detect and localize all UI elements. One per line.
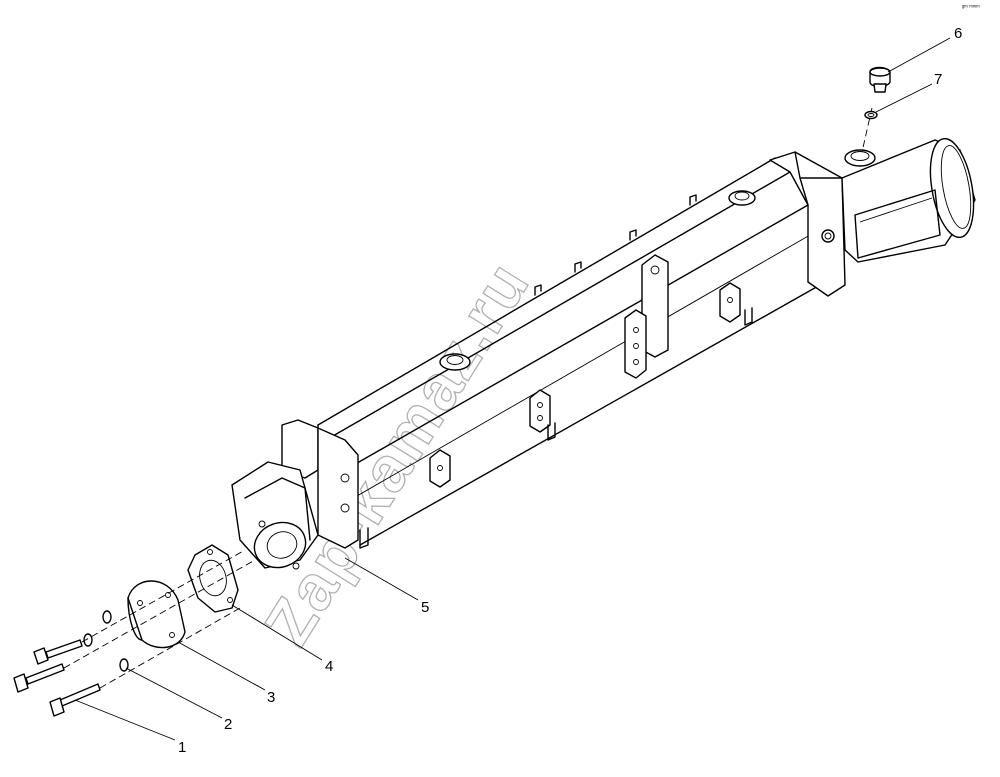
callout-4: 4 <box>325 658 333 675</box>
gasket <box>187 544 239 613</box>
manifold-body <box>231 137 976 570</box>
assembly-axis-lower <box>99 607 241 689</box>
callout-6: 6 <box>954 25 962 42</box>
callout-3: 3 <box>267 689 275 706</box>
leader-2 <box>125 667 223 719</box>
corner-code: ᵍᵐ ᵐᵐᵐ <box>962 5 980 11</box>
cover-plate <box>127 580 186 649</box>
drain-plug <box>869 66 891 93</box>
spring-washers <box>83 610 129 672</box>
callout-5: 5 <box>421 599 429 616</box>
leader-7 <box>875 83 933 113</box>
callout-1: 1 <box>178 739 186 756</box>
callout-2: 2 <box>224 716 232 733</box>
assembly-axis-middle <box>63 559 256 669</box>
leader-6 <box>887 37 951 73</box>
leader-4 <box>231 604 323 661</box>
sealing-ring <box>864 110 878 120</box>
bolts <box>13 639 101 717</box>
assembly-axis-upper <box>81 549 246 643</box>
callout-7: 7 <box>934 71 942 88</box>
assembly-axis-plug <box>861 107 873 153</box>
leader-3 <box>177 641 266 691</box>
leader-1 <box>74 699 176 741</box>
leader-5 <box>344 557 419 601</box>
